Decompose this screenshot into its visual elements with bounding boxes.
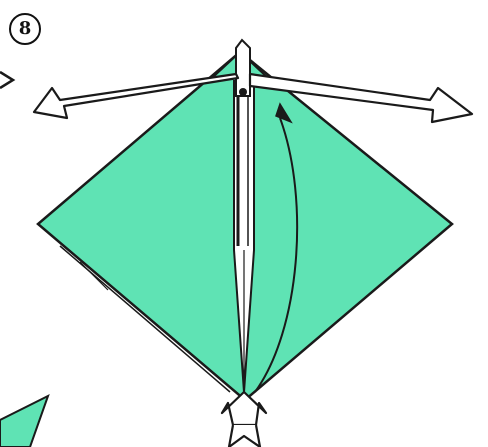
- adjacent-model-corner: [0, 396, 48, 447]
- push-arrow: [222, 392, 266, 425]
- offscreen-arrow-fragment: [0, 72, 13, 88]
- push-arrow-tail: [229, 425, 260, 447]
- pivot-point: [239, 88, 247, 96]
- center-tip: [236, 40, 250, 96]
